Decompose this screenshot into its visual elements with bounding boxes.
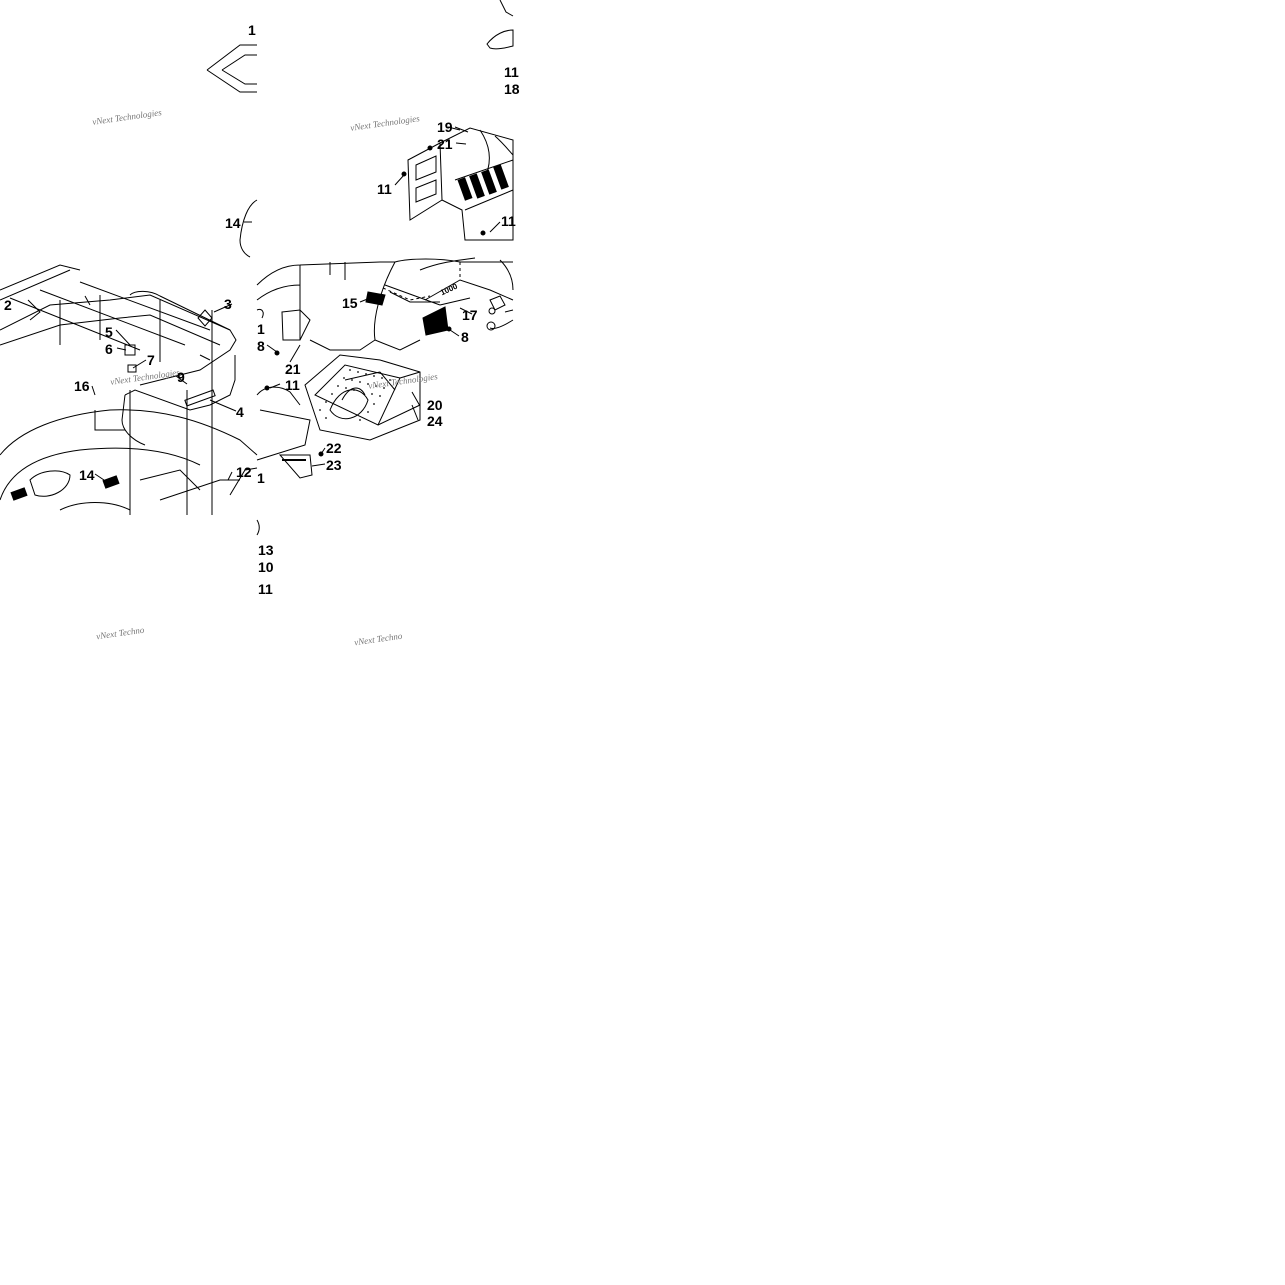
callout-label: 7 <box>147 352 155 368</box>
callout-label: 11 <box>504 64 519 80</box>
callout-label: 1 <box>257 470 265 486</box>
callout-label: 1 <box>257 321 265 337</box>
callout-label: 24 <box>427 413 443 429</box>
callout-label: 14 <box>79 467 95 483</box>
callout-label: 1 <box>248 22 256 38</box>
callout-label: 11 <box>258 581 273 597</box>
callout-label: 22 <box>326 440 342 456</box>
leader-lines <box>91 126 473 481</box>
bumper-part <box>486 29 514 50</box>
callout-label: 21 <box>437 136 453 152</box>
callout-label: 20 <box>427 397 443 413</box>
callout-label: 19 <box>437 119 453 135</box>
callout-label: 8 <box>257 338 265 354</box>
rear-fender-part <box>0 409 258 511</box>
callout-label: 2 <box>4 297 12 313</box>
callout-label: 13 <box>258 542 274 558</box>
callout-label: 14 <box>225 215 241 231</box>
front-fender-part <box>256 257 514 457</box>
callout-label: 11 <box>377 181 392 197</box>
callout-label: 10 <box>258 559 274 575</box>
front-footwell-part <box>256 354 421 479</box>
fender-fragment <box>239 199 258 258</box>
callout-label: 23 <box>326 457 342 473</box>
callout-label: 17 <box>462 307 478 323</box>
callout-label: 21 <box>285 361 301 377</box>
rack-corner <box>206 44 257 93</box>
callout-label: 6 <box>105 341 113 357</box>
callout-label: 18 <box>504 81 520 97</box>
callout-label: 11 <box>285 377 300 393</box>
footwell-part <box>394 126 514 241</box>
callout-label: 15 <box>342 295 358 311</box>
rear-rack-part <box>0 264 237 515</box>
callout-label: 11 <box>501 213 516 229</box>
callout-label: 3 <box>224 296 232 312</box>
callout-label: 16 <box>74 378 90 394</box>
callout-label: 5 <box>105 324 113 340</box>
callout-label: 4 <box>236 404 244 420</box>
callout-label: 12 <box>236 464 252 480</box>
callout-label: 9 <box>177 369 185 385</box>
callout-label: 8 <box>461 329 469 345</box>
